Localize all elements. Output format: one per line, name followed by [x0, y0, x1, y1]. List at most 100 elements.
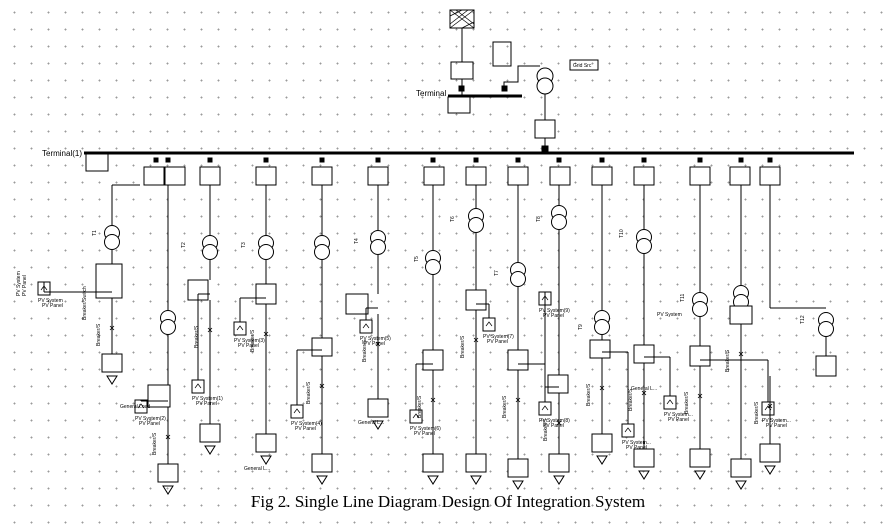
load-icon[interactable]	[106, 375, 118, 385]
pv-panel-icon[interactable]	[290, 404, 304, 419]
feeder-breaker[interactable]	[589, 339, 611, 359]
transformer-icon[interactable]	[692, 301, 708, 317]
feeder-breaker[interactable]	[507, 349, 529, 371]
pv-panel-icon[interactable]	[621, 423, 635, 438]
transformer-icon[interactable]	[160, 319, 176, 335]
feeder-breaker[interactable]	[507, 166, 529, 186]
transformer-icon[interactable]	[468, 217, 484, 233]
breaker-switch-icon[interactable]	[641, 390, 647, 396]
load-icon[interactable]	[427, 475, 439, 485]
feeder-breaker[interactable]	[255, 283, 277, 305]
breaker-switch-icon[interactable]	[515, 397, 521, 403]
pv-panel-icon[interactable]	[761, 401, 775, 416]
feeder-breaker[interactable]	[815, 355, 837, 377]
breaker-switch-icon[interactable]	[319, 383, 325, 389]
transformer-icon[interactable]	[104, 234, 120, 250]
feeder-breaker[interactable]	[311, 337, 333, 357]
transformer-icon[interactable]	[425, 259, 441, 275]
pv-panel-icon[interactable]	[191, 379, 205, 394]
grid-breaker[interactable]	[450, 61, 474, 80]
feeder-breaker[interactable]	[547, 374, 569, 394]
load-breaker[interactable]	[255, 433, 277, 453]
breaker-switch-icon[interactable]	[375, 341, 381, 347]
load-breaker[interactable]	[507, 458, 529, 478]
load-icon[interactable]	[553, 475, 565, 485]
load-icon[interactable]	[260, 455, 272, 465]
load-icon[interactable]	[512, 480, 524, 490]
general-load-label: General L...	[244, 466, 270, 472]
feeder-breaker[interactable]	[689, 166, 711, 186]
breaker-switch-icon[interactable]	[599, 385, 605, 391]
feeder-breaker[interactable]	[465, 289, 487, 311]
feeder-breaker[interactable]	[422, 349, 444, 371]
load-icon[interactable]	[372, 420, 384, 430]
breaker-switch-icon[interactable]	[473, 337, 479, 343]
feeder-breaker[interactable]	[549, 166, 571, 186]
transformer-icon[interactable]	[370, 239, 386, 255]
transformer-icon[interactable]	[314, 244, 330, 260]
transformer-icon[interactable]	[551, 214, 567, 230]
feeder-breaker[interactable]	[345, 293, 369, 315]
feeder-breaker[interactable]	[143, 166, 165, 186]
load-icon[interactable]	[470, 475, 482, 485]
load-icon[interactable]	[162, 485, 174, 495]
load-breaker[interactable]	[311, 453, 333, 473]
transformer-icon[interactable]	[636, 238, 652, 254]
load-icon[interactable]	[694, 470, 706, 480]
feeder-breaker[interactable]	[367, 166, 389, 186]
transformer-icon[interactable]	[594, 319, 610, 335]
load-breaker[interactable]	[367, 398, 389, 418]
breaker-switch-icon[interactable]	[165, 434, 171, 440]
feeder-breaker[interactable]	[689, 345, 711, 367]
breaker-switch-icon[interactable]	[767, 403, 773, 409]
feeder-breaker[interactable]	[729, 305, 753, 325]
load-breaker[interactable]	[101, 353, 123, 373]
pv-panel-icon[interactable]	[233, 321, 247, 336]
load-breaker[interactable]	[759, 443, 781, 463]
feeder-breaker[interactable]	[95, 263, 123, 299]
feeder-breaker[interactable]	[759, 166, 781, 186]
pv-panel-icon[interactable]	[482, 317, 496, 332]
feeder-breaker[interactable]	[147, 384, 171, 408]
load-icon[interactable]	[316, 475, 328, 485]
load-breaker[interactable]	[591, 433, 613, 453]
load-breaker[interactable]	[465, 453, 487, 473]
breaker-switch-icon[interactable]	[697, 393, 703, 399]
breaker-switch-icon[interactable]	[430, 397, 436, 403]
feeder-breaker[interactable]	[199, 166, 221, 186]
feeder-breaker[interactable]	[311, 166, 333, 186]
breaker-switch-icon[interactable]	[109, 325, 115, 331]
feeder-breaker[interactable]	[729, 166, 751, 186]
load-breaker[interactable]	[422, 453, 444, 473]
breaker-switch-icon[interactable]	[207, 327, 213, 333]
feeder-breaker[interactable]	[633, 344, 655, 364]
pv-panel-icon[interactable]	[359, 319, 373, 334]
load-icon[interactable]	[764, 465, 776, 475]
load-icon[interactable]	[735, 480, 747, 490]
pv-panel-icon[interactable]	[663, 395, 677, 410]
load-icon[interactable]	[638, 470, 650, 480]
transformer-icon[interactable]	[510, 271, 526, 287]
feeder-breaker[interactable]	[164, 166, 186, 186]
breaker-switch-icon[interactable]	[556, 420, 562, 426]
feeder-breaker[interactable]	[633, 166, 655, 186]
transformer-breaker[interactable]	[534, 119, 556, 139]
load-breaker[interactable]	[199, 423, 221, 443]
transformer-icon[interactable]	[818, 321, 834, 337]
load-breaker[interactable]	[689, 448, 711, 468]
breaker-switch-icon[interactable]	[263, 331, 269, 337]
pv-panel-icon[interactable]	[538, 401, 552, 416]
load-icon[interactable]	[596, 455, 608, 465]
load-breaker[interactable]	[730, 458, 752, 478]
transformer-icon[interactable]	[258, 244, 274, 260]
feeder-breaker[interactable]	[255, 166, 277, 186]
load-icon[interactable]	[204, 445, 216, 455]
load-breaker[interactable]	[548, 453, 570, 473]
feeder-breaker[interactable]	[591, 166, 613, 186]
load-breaker[interactable]	[157, 463, 179, 483]
load-breaker[interactable]	[633, 448, 655, 468]
feeder-breaker[interactable]	[465, 166, 487, 186]
transformer-icon[interactable]	[202, 244, 218, 260]
feeder-breaker[interactable]	[423, 166, 445, 186]
breaker-switch-icon[interactable]	[738, 351, 744, 357]
